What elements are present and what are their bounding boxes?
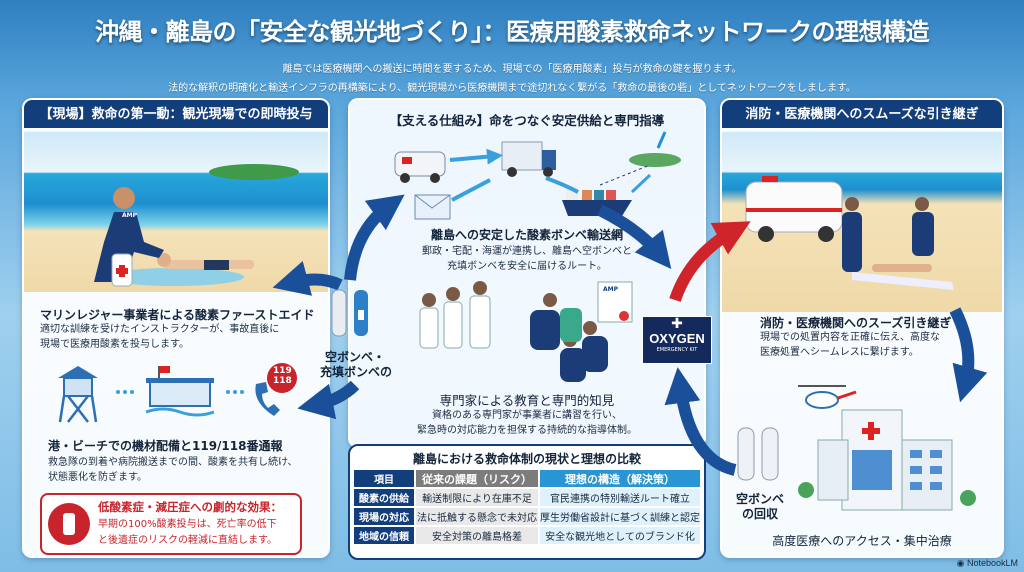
beach-first-aid-scene: AMP <box>24 132 328 292</box>
subtitle-line-2: 法的な解釈の明確化と輸送インフラの再構築により、観光現場から医療機関まで途切れな… <box>168 83 856 94</box>
arrow-to-hospital <box>949 307 988 403</box>
training-desc-2: 緊急時の対応能力を担保する持続的な指導体制。 <box>417 425 637 436</box>
callout-line-2: と後遺症のリスクの軽減に直結します。 <box>98 535 277 546</box>
col-header-ideal: 理想の構造（解決策） <box>540 470 700 487</box>
arrow-to-center-transport <box>344 194 405 281</box>
first-aid-illustration <box>94 164 299 287</box>
harbor-heading: 港・ビーチでの機材配備と119/118番通報 <box>48 439 283 453</box>
row-label: 現場の対応 <box>354 508 414 525</box>
wetsuit-logo: AMP <box>122 212 138 219</box>
handover-desc-2: 医療処置へシームレスに繋げます。 <box>760 347 919 358</box>
comparison-table-box: 離島における救命体制の現状と理想の比較 項目 従来の課題（リスク） 理想の構造（… <box>348 444 706 560</box>
island-icon <box>629 131 681 167</box>
left-panel: 【現場】救命の第一動：観光現場での即時投与 AMP マリンレジャー事業者による酸… <box>22 98 330 558</box>
empty-cylinder-label-1: 空ボンベ <box>735 492 784 506</box>
notebooklm-logo-icon: ◉ <box>956 558 967 568</box>
row-ideal: 官民連携の特別輸送ルート確立 <box>540 489 700 506</box>
envelope-icon <box>414 194 451 220</box>
center-panel-header: 【支える仕組み】命をつなぐ安定供給と専門指導 <box>389 113 665 128</box>
table-row: 地域の信頼安全対策の離島格差安全な観光地としてのブランド化 <box>354 527 700 544</box>
harbor-desc-1: 救急隊の到着や病院搬送までの間、酸素を共有し続け、 <box>48 457 298 468</box>
mail-van-icon <box>394 151 446 183</box>
handover-scene <box>722 132 1002 312</box>
right-panel-header: 消防・医療機関へのスムーズな引き継ぎ <box>722 100 1002 130</box>
equipment-icons <box>58 363 297 423</box>
plus-icon: ✚ <box>671 316 683 332</box>
row-ideal: 厚生労働省設計に基づく訓練と認定 <box>540 508 700 525</box>
row-issue: 安全対策の離島格差 <box>416 527 538 544</box>
comparison-table-title: 離島における救命体制の現状と理想の比較 <box>412 452 641 466</box>
page-title: 沖縄・離島の「安全な観光地づくり」：医療用酸素救命ネットワークの理想構造 <box>95 18 930 46</box>
certificate-icon <box>597 281 633 323</box>
row-issue: 法に抵触する懸念で未対応 <box>416 508 538 525</box>
empty-cylinder-label-2: の回収 <box>741 507 778 521</box>
empty-cylinders-icon <box>737 427 779 481</box>
row-issue: 輸送制限により在庫不足 <box>416 489 538 506</box>
transport-desc-2: 充填ボンベを安全に届けるルート。 <box>447 261 607 272</box>
helicopter-icon <box>798 385 857 409</box>
transport-heading: 離島への安定した酸素ボンベ輸送網 <box>430 228 623 242</box>
hospital-illustration <box>798 385 976 511</box>
col-header-issues: 従来の課題（リスク） <box>416 470 538 487</box>
table-header-row: 項目 従来の課題（リスク） 理想の構造（解決策） <box>354 470 700 487</box>
table-row: 現場の対応法に抵触する懸念で未対応厚生労働省設計に基づく訓練と認定 <box>354 508 700 525</box>
col-header-item: 項目 <box>354 470 414 487</box>
row-label: 地域の信頼 <box>354 527 414 544</box>
callout-line-1: 早期の100%酸素投与は、死亡率の低下 <box>98 519 277 530</box>
table-row: 酸素の供給輸送制限により在庫不足官民連携の特別輸送ルート確立 <box>354 489 700 506</box>
oxygen-effect-callout: 低酸素症・減圧症への劇的な効果： 早期の100%酸素投与は、死亡率の低下と後遺症… <box>40 493 302 555</box>
row-ideal: 安全な観光地としてのブランド化 <box>540 527 700 544</box>
handover-desc-1: 現場での処置内容を正確に伝え、高度な <box>760 332 940 343</box>
hospital-caption: 高度医療へのアクセス・集中治療 <box>772 534 952 548</box>
callout-heading: 低酸素症・減圧症への劇的な効果： <box>98 500 282 514</box>
training-illustration <box>419 281 633 382</box>
first-aid-heading: マリンレジャー事業者による酸素ファーストエイド <box>40 308 315 322</box>
right-panel: 消防・医療機関へのスムーズな引き継ぎ 消防・医療機関へのスーズ引き継ぎ 現場での… <box>720 98 1004 558</box>
phone-icon <box>255 382 280 416</box>
handover-heading: 消防・医療機関へのスーズ引き継ぎ <box>760 316 952 330</box>
ambulance-handover-illustration <box>745 176 954 290</box>
hospital-building-icon <box>798 409 976 511</box>
oxygen-cylinders-center-icon <box>331 289 368 337</box>
lifeguard-tower-icon <box>58 366 98 423</box>
arrow-to-left-top <box>272 260 343 296</box>
emergency-number-badge <box>267 363 297 393</box>
harbor-desc-2: 状態悪化を防ぎます。 <box>48 472 147 483</box>
ambulance-icon <box>745 176 843 242</box>
subtitle-line-1: 離島では医療機関への搬送に時間を要するため、現場での「医療用酸素」投与が救命の鍵… <box>282 64 742 75</box>
center-cylinder-label-2: 充填ボンベの <box>320 365 393 379</box>
first-aid-desc-1: 適切な訓練を受けたインストラクターが、事故直後に <box>40 324 280 335</box>
row-label: 酸素の供給 <box>354 489 414 506</box>
transport-illustration <box>394 131 681 220</box>
harbor-building-icon <box>145 366 215 417</box>
badge-119: 119 <box>273 366 292 376</box>
comparison-table: 項目 従来の課題（リスク） 理想の構造（解決策） 酸素の供給輸送制限により在庫不… <box>352 468 702 546</box>
oxygen-kit-subtitle: EMERGENCY KIT <box>656 347 698 353</box>
oxygen-emergency-kit: ✚ OXYGEN EMERGENCY KIT <box>642 316 712 364</box>
left-panel-header: 【現場】救命の第一動：観光現場での即時投与 <box>24 100 328 130</box>
arrow-to-left-bottom <box>297 380 360 420</box>
first-aid-desc-2: 現場で医療用酸素を投与します。 <box>40 339 189 350</box>
badge-118: 118 <box>273 376 292 386</box>
oxygen-kit-title: OXYGEN <box>649 331 705 346</box>
arrow-to-oxygen-kit <box>597 204 672 270</box>
training-heading: 専門家による教育と専門的知見 <box>439 393 615 408</box>
arrow-red-to-ambulance <box>669 221 751 303</box>
training-desc-1: 資格のある専門家が事業者に講習を行い、 <box>432 410 622 421</box>
oxygen-spray-icon <box>48 503 90 545</box>
watermark: NotebookLM <box>966 558 1018 568</box>
center-cylinder-label-1: 空ボンベ・ <box>324 350 385 364</box>
transport-desc-1: 郵政・宅配・海運が連携し、離島へ空ボンベと <box>422 246 632 257</box>
certificate-label: AMP <box>603 286 619 293</box>
arrow-return-to-kit <box>664 367 737 476</box>
